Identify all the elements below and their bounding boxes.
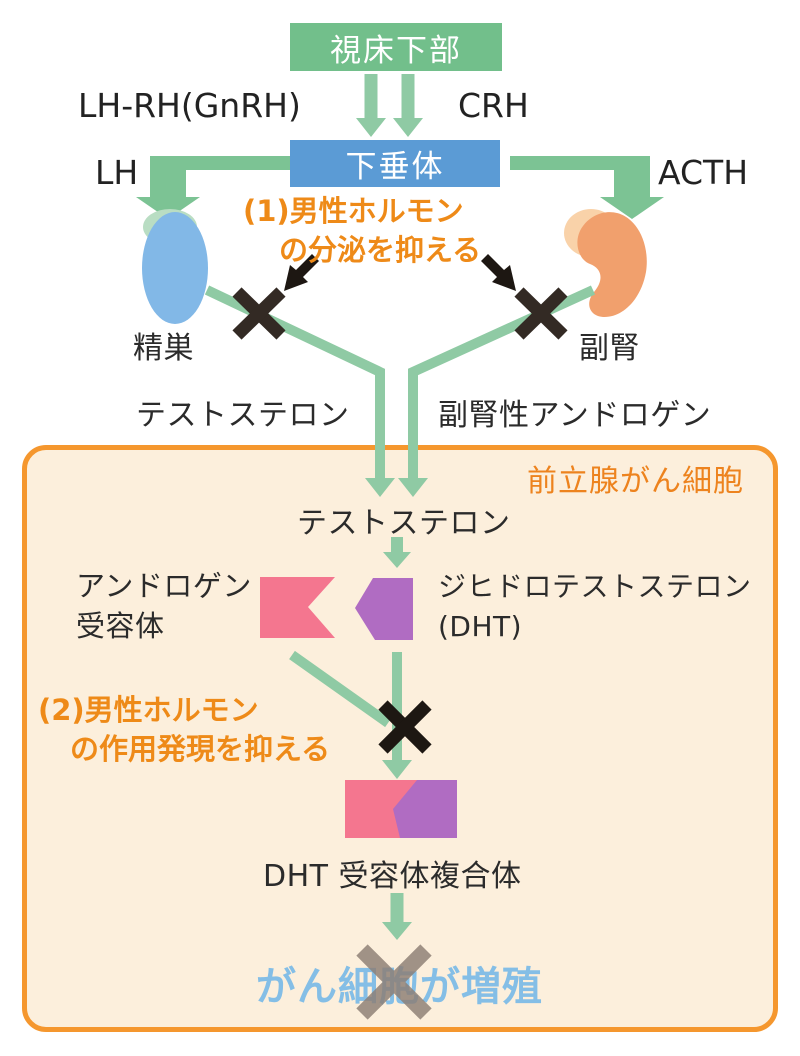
adrenal-label: 副腎 [579, 331, 640, 366]
block-x-binding-icon [378, 700, 432, 754]
testosterone-outside-label: テストステロン [136, 398, 350, 433]
testis-icon [142, 209, 208, 324]
inhibition2-line1: (2)男性ホルモン [38, 693, 259, 727]
androgen-receptor-shape [260, 577, 335, 638]
block-x-testis-icon [232, 287, 286, 340]
inhibit-arrow-right-icon [481, 254, 516, 291]
dht-complex-label: DHT 受容体複合体 [263, 859, 522, 894]
arrow-acth-to-adrenal [510, 156, 664, 219]
block-x-adrenal-icon [514, 287, 568, 340]
dht-line2: (DHT) [438, 610, 523, 643]
inhibit-arrow-left-icon [284, 254, 319, 291]
androgen-receptor-line2: 受容体 [76, 609, 165, 643]
dht-line1: ジヒドロテストステロン [438, 570, 752, 603]
pathway-testosterone-arrowhead [365, 478, 395, 497]
inhibition2-note: (2)男性ホルモン の作用発現を抑える [38, 691, 330, 769]
crh-label: CRH [458, 86, 529, 125]
pituitary-label: 下垂体 [345, 149, 445, 185]
inhibition1-line1: (1)男性ホルモン [243, 194, 464, 228]
dht-label: ジヒドロテストステロン (DHT) [438, 567, 752, 647]
lhrh-label: LH-RH(GnRH) [78, 86, 301, 125]
pituitary-box: 下垂体 [290, 140, 500, 187]
arrow-complex-to-outcome [382, 893, 412, 940]
acth-label: ACTH [658, 153, 749, 192]
hypothalamus-label: 視床下部 [330, 32, 462, 69]
adrenal-gland-icon [564, 209, 647, 318]
dht-receptor-complex-shape [345, 780, 457, 838]
lh-label: LH [95, 153, 139, 192]
arrow-hypothalamus-to-pituitary [356, 74, 423, 137]
arrow-lh-to-testis [136, 156, 290, 219]
adrenal-androgen-label: 副腎性アンドロゲン [438, 398, 712, 433]
dht-shape [355, 578, 413, 640]
inhibition2-line2: の作用発現を抑える [70, 732, 331, 766]
androgen-receptor-label: アンドロゲン 受容体 [76, 566, 252, 646]
hypothalamus-box: 視床下部 [290, 23, 502, 71]
testis-label: 精巣 [133, 331, 194, 366]
cancer-panel-title: 前立腺がん細胞 [527, 464, 744, 499]
line-receptor-to-complex [289, 650, 391, 728]
arrowhead-dht-to-complex [382, 760, 412, 779]
pathway-androgen-arrowhead [398, 478, 428, 497]
inhibition1-note: (1)男性ホルモン の分泌を抑える [243, 192, 481, 270]
androgen-receptor-line1: アンドロゲン [76, 569, 252, 603]
arrow-testosterone-to-dht [383, 537, 411, 568]
testosterone-inside-label: テストステロン [297, 506, 511, 541]
inhibition1-line2: の分泌を抑える [279, 233, 482, 267]
